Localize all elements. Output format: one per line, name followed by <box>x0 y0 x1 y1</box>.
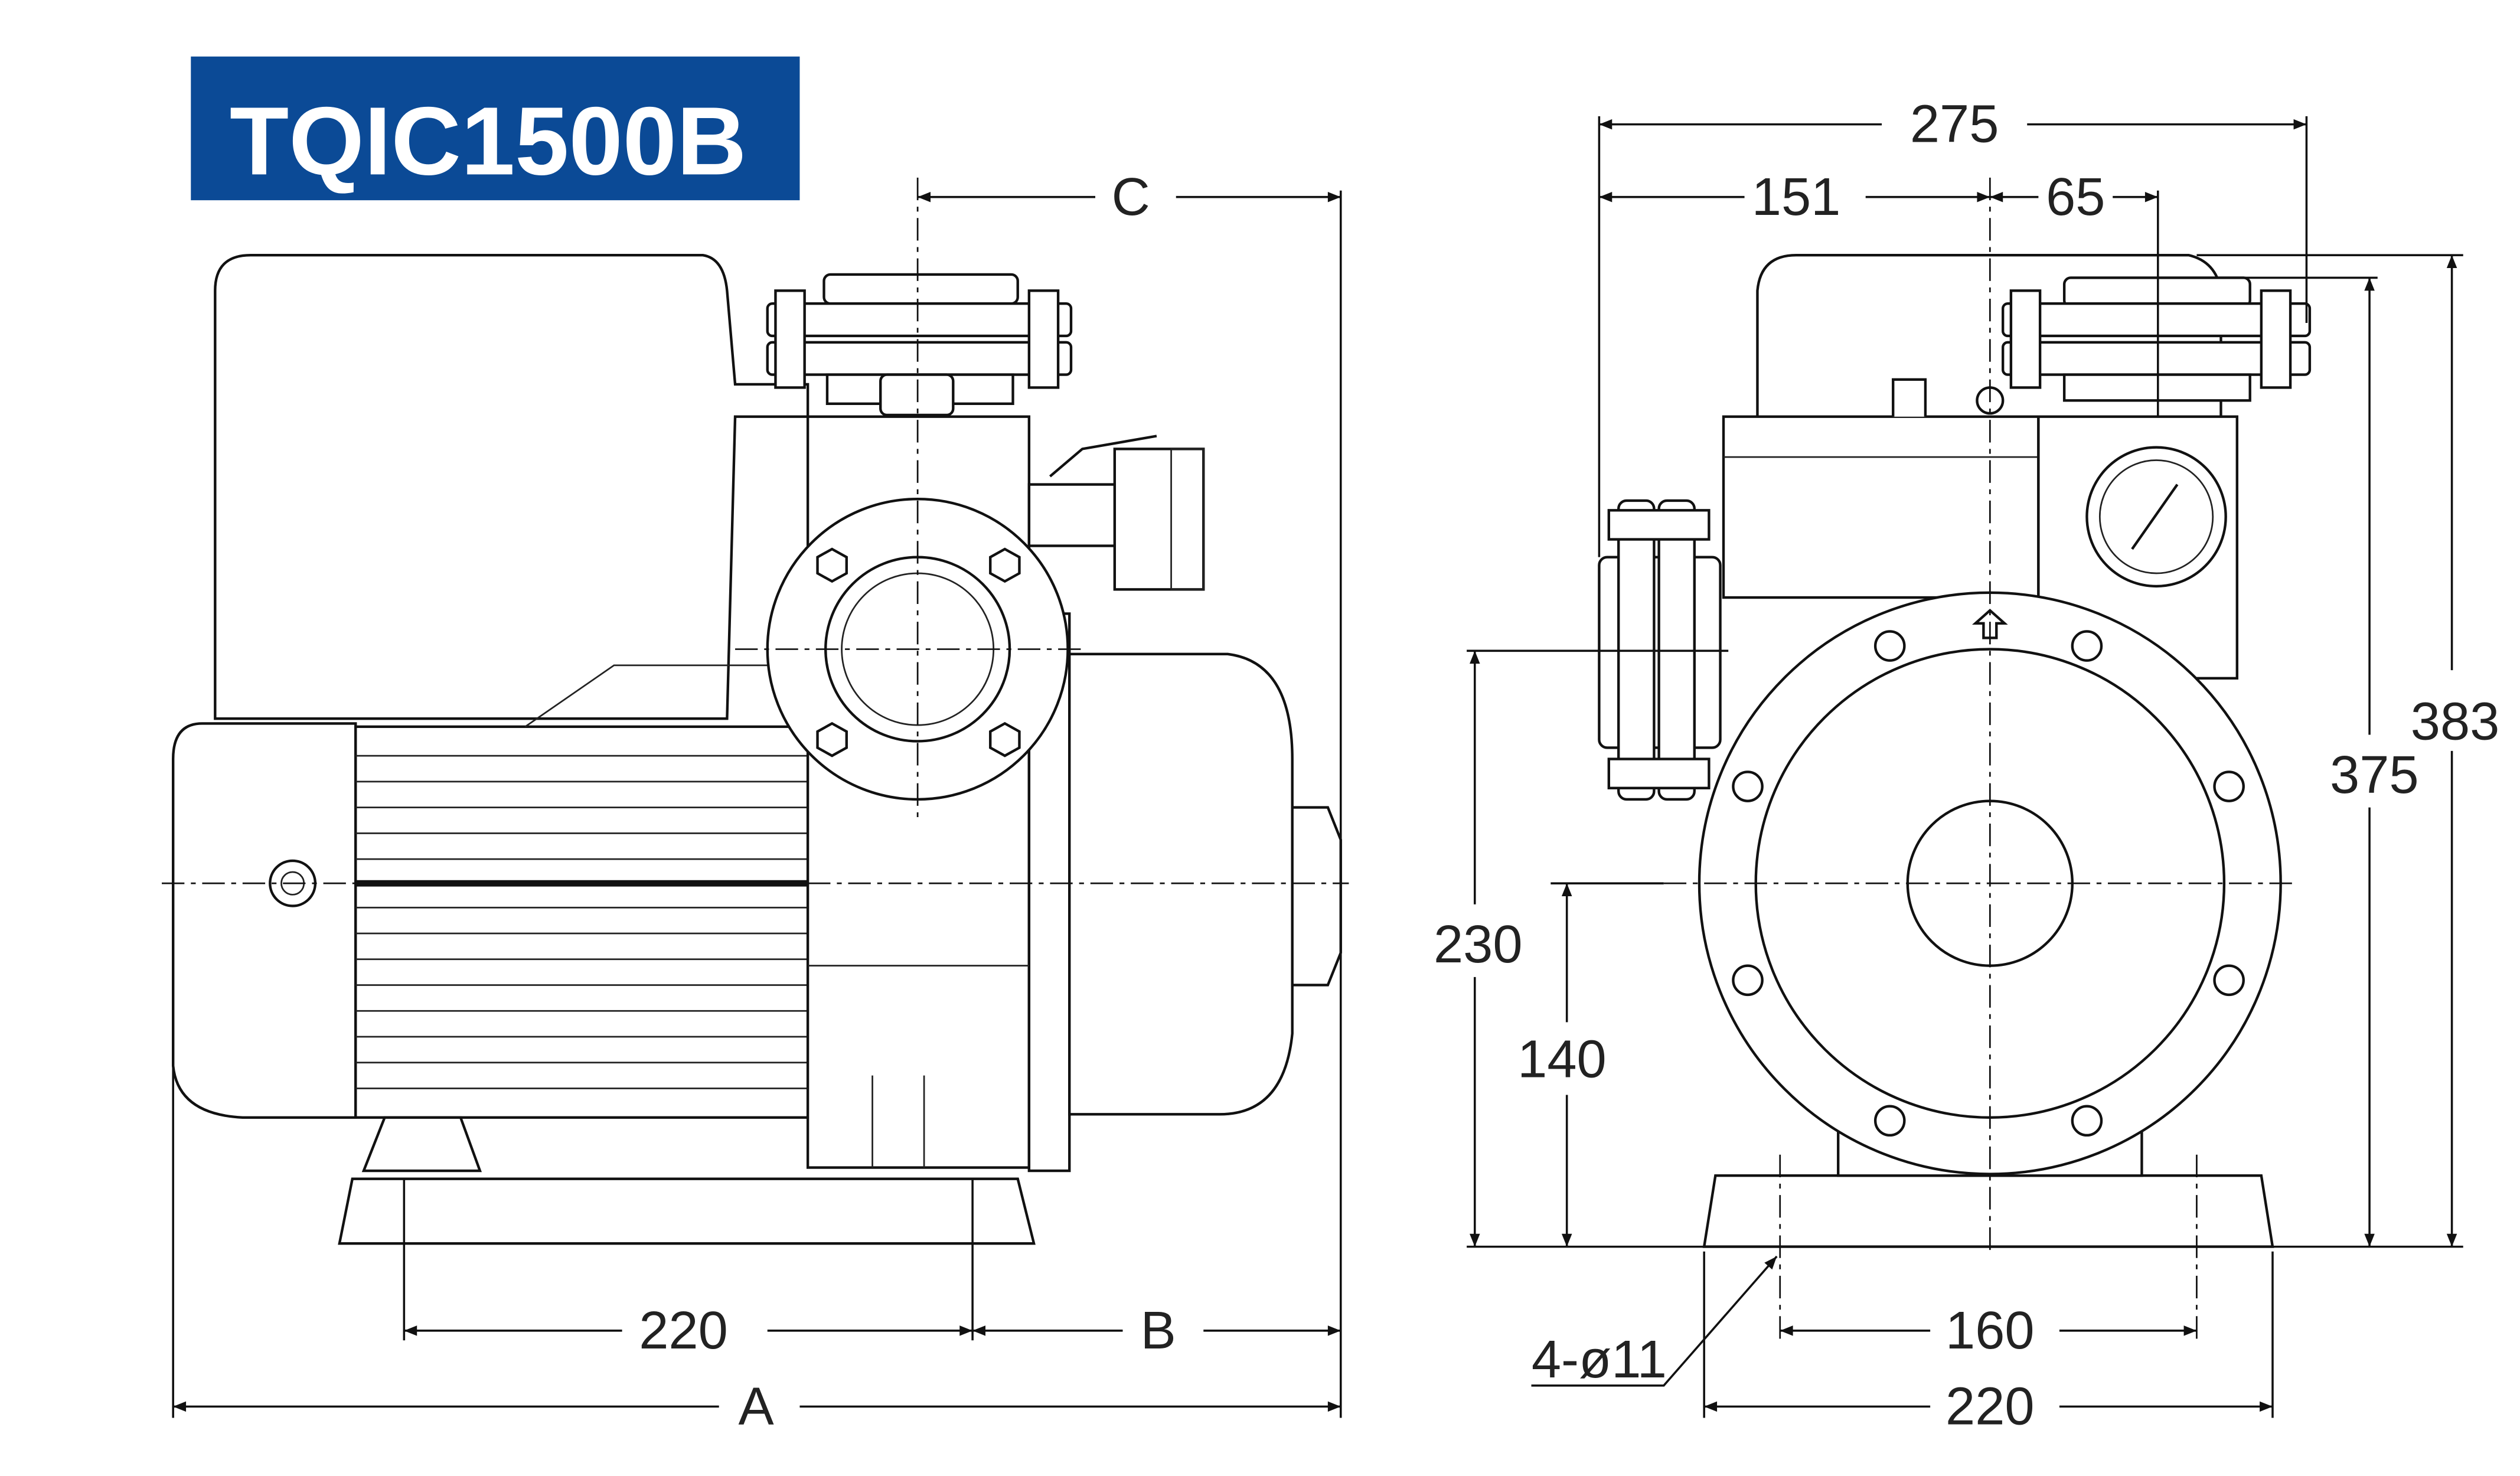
dimension-140-label: 140 <box>1517 1029 1607 1089</box>
dimension-65-label: 65 <box>2046 167 2105 227</box>
dimension-b-label: B <box>1141 1301 1176 1360</box>
front-base <box>1702 1174 2274 1248</box>
dimension-220-base-label: 220 <box>1946 1376 2035 1436</box>
model-title-badge: TQIC1500B <box>191 56 800 201</box>
volute-bolts <box>1732 630 2245 1137</box>
dimension-c-label: C <box>1112 167 1150 227</box>
motor-foot <box>361 1116 482 1173</box>
front-terminal-box <box>1722 415 2040 599</box>
dimension-a-label: A <box>739 1376 775 1436</box>
dimension-375-label: 375 <box>2330 745 2419 805</box>
control-box-cover <box>214 253 809 720</box>
front-view-dimensions: 275 151 65 383 375 230 140 160 220 <box>1434 94 2499 1436</box>
pressure-gauge-dial <box>2085 446 2227 588</box>
pressure-gauge-side <box>1113 448 1205 591</box>
dimension-foot-spacing-label: 220 <box>639 1301 728 1360</box>
model-title: TQIC1500B <box>230 86 747 195</box>
flow-arrow-icon <box>1971 608 2008 639</box>
motor-body <box>354 725 809 1119</box>
dimension-230-label: 230 <box>1434 915 1523 974</box>
side-view <box>162 177 1349 1245</box>
motor-end-cap <box>172 722 357 1119</box>
side-base <box>338 1177 1036 1245</box>
ball-valve <box>1027 483 1117 547</box>
dimension-383-label: 383 <box>2411 692 2500 752</box>
dimension-275-label: 275 <box>1910 94 1999 154</box>
side-view-dimensions: C 220 B A <box>172 167 1342 1436</box>
mounting-holes-label: 4-ø11 <box>1532 1330 1667 1389</box>
top-flange <box>766 273 1073 417</box>
front-view <box>1598 177 2312 1257</box>
dimension-160-label: 160 <box>1946 1301 2035 1360</box>
dimension-151-label: 151 <box>1752 167 1841 227</box>
